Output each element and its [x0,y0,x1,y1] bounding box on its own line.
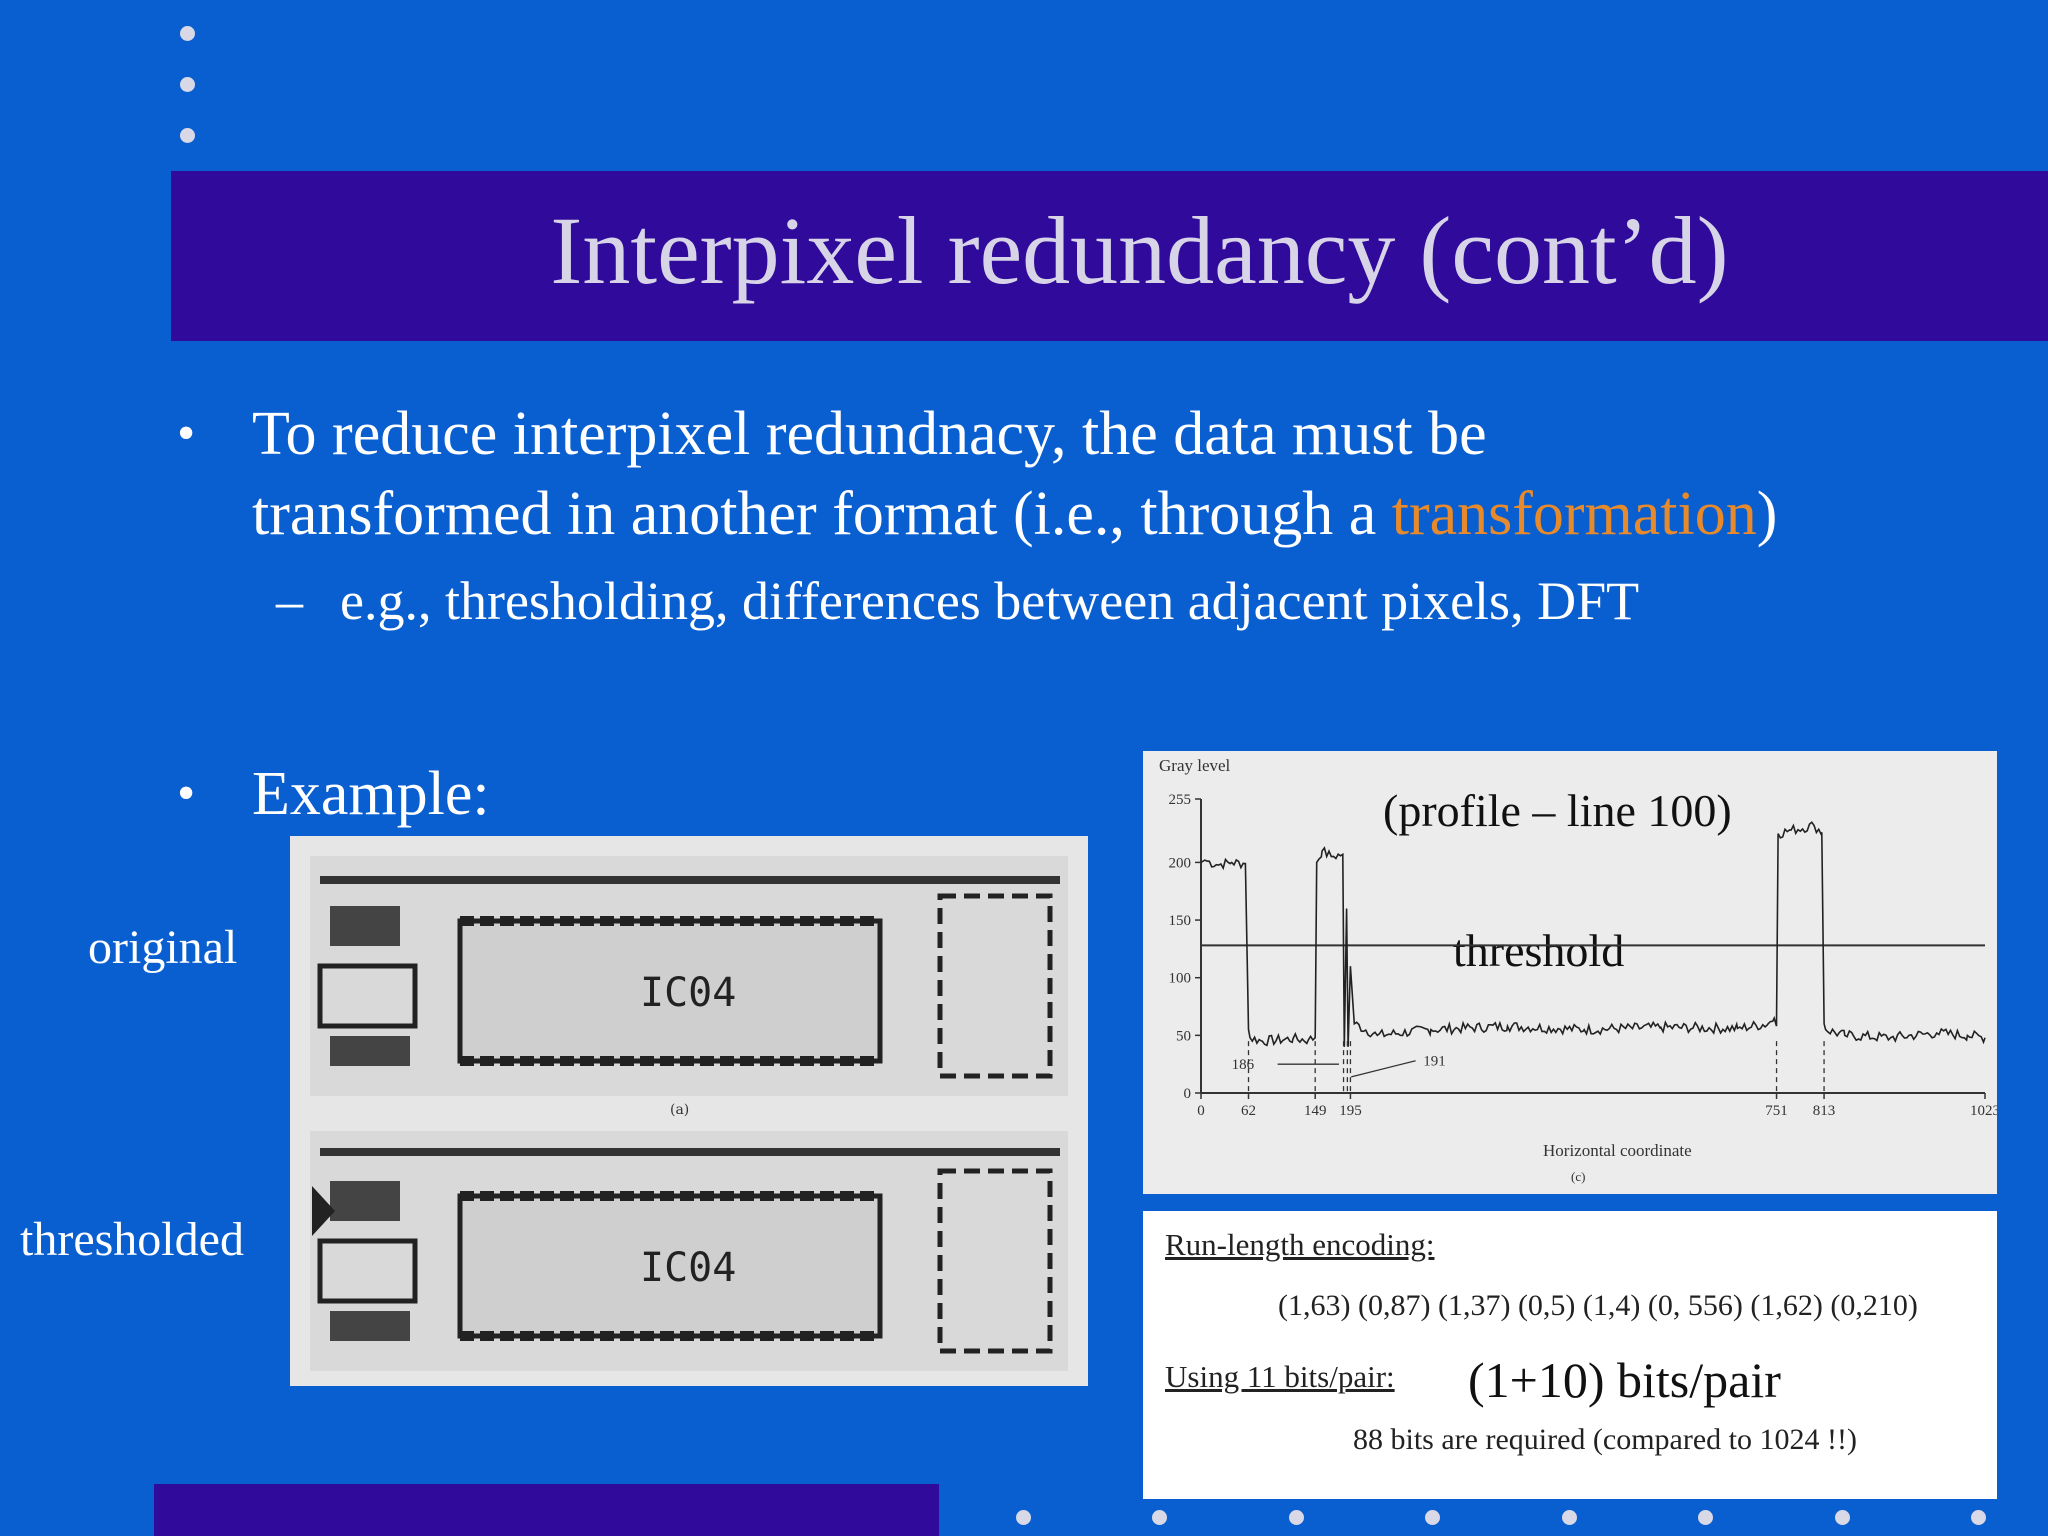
profile-chart: Gray level Horizontal coordinate (c) (pr… [1143,751,2000,1194]
slide-title: Interpixel redundancy (cont’d) [550,197,1729,304]
decorative-dot [180,128,195,143]
decorative-dot [1971,1510,1986,1525]
decorative-dot [180,77,195,92]
bits-result: 88 bits are required (compared to 1024 !… [1353,1423,1857,1456]
x-tick-label: 813 [1813,1103,1836,1119]
x-tick-label: 195 [1339,1103,1362,1119]
decorative-dot [1425,1510,1440,1525]
decorative-dot [1835,1510,1850,1525]
decorative-dot [1698,1510,1713,1525]
y-tick-label: 50 [1176,1028,1191,1044]
label-original: original [88,921,238,974]
example-label: Example: [252,760,490,828]
chip-label: IC04 [640,1245,736,1291]
bullet-line-2: transformed in another format (i.e., thr… [252,474,1777,554]
y-tick-label: 255 [1169,792,1192,808]
bullet-line-2-start: transformed in another format (i.e., thr… [252,480,1392,548]
bullet-line-2-end: ) [1756,480,1778,548]
decorative-dot [1152,1510,1167,1525]
profile-chart-svg: Gray level Horizontal coordinate (c) (pr… [1159,756,2000,1184]
x-axis-label: Horizontal coordinate [1543,1141,1692,1160]
annotation-arrow [1351,1060,1416,1078]
decorative-dot [1562,1510,1577,1525]
chip-label: IC04 [640,970,736,1016]
profile-annotation: (profile – line 100) [1383,785,1732,836]
bits-formula: (1+10) bits/pair [1468,1352,1781,1408]
annotation-191: 191 [1423,1054,1446,1070]
y-tick-label: 0 [1184,1086,1192,1102]
highlight-transformation: transformation [1391,480,1757,548]
sub-bullet-text: e.g., thresholding, differences between … [340,571,1640,631]
rle-heading: Run-length encoding: [1165,1227,1435,1262]
chart-caption: (c) [1571,1169,1585,1184]
profile-line [1200,821,1986,1047]
y-tick-label: 100 [1169,971,1192,987]
decorative-dot [1016,1510,1031,1525]
x-tick-label: 1023 [1970,1103,1997,1119]
circuit-panel-a: IC04 (a) [310,856,1068,1118]
sub-bullet-dash: – [276,571,303,631]
decorative-dot [1289,1510,1304,1525]
x-tick-label: 751 [1765,1103,1788,1119]
bullet-marker: • [177,405,196,462]
bullet-line-1: To reduce interpixel redundnacy, the dat… [252,400,1487,468]
label-thresholded: thresholded [20,1213,244,1266]
x-tick-label: 62 [1241,1103,1256,1119]
y-tick-label: 200 [1169,855,1192,871]
annotation-186: 186 [1232,1057,1255,1073]
caption-a: (a) [670,1102,689,1118]
bullet-marker: • [177,765,196,822]
rle-box: Run-length encoding: (1,63) (0,87) (1,37… [1143,1211,1997,1499]
y-tick-label: 150 [1169,913,1192,929]
y-axis-label: Gray level [1159,756,1231,775]
bottom-bar [154,1484,939,1536]
title-bar: Interpixel redundancy (cont’d) [171,171,2048,341]
circuit-panel-b: IC04 [310,1131,1068,1371]
bullet-text: To reduce interpixel redundnacy, the dat… [252,394,1777,554]
x-tick-label: 0 [1197,1103,1205,1119]
bits-label: Using 11 bits/pair: [1165,1359,1395,1394]
threshold-label: threshold [1453,925,1624,976]
x-tick-label: 149 [1304,1103,1327,1119]
decorative-dot [180,26,195,41]
original-image: IC04 (a) IC04 [290,836,1088,1386]
rle-pairs: (1,63) (0,87) (1,37) (0,5) (1,4) (0, 556… [1278,1289,1918,1322]
